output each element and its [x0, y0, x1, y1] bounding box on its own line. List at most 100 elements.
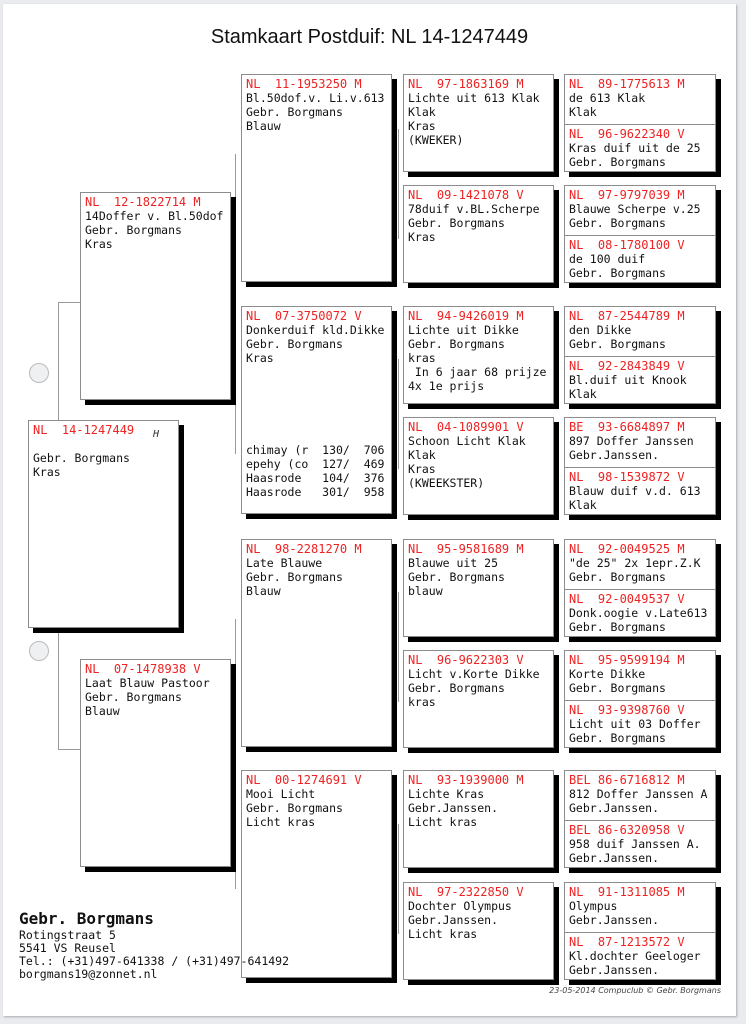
- breeder-line: Gebr.Janssen.: [569, 913, 660, 927]
- gen4-pair-card: NL 95-9599194 M Korte Dikke Gebr. Borgma…: [564, 650, 716, 748]
- ring-number: NL 07-3750072 V: [246, 309, 362, 323]
- breeder-line: Gebr. Borgmans: [569, 266, 666, 280]
- mother-card[interactable]: NL 07-1478938 V Laat Blauw Pastoor Gebr.…: [80, 659, 231, 867]
- binder-hole: [29, 363, 49, 383]
- color-line: Kras: [408, 462, 436, 476]
- ancestor-entry[interactable]: NL 87-2544789 M den Dikke Gebr. Borgmans: [565, 307, 715, 356]
- name-line: Schoon Licht Klak: [408, 434, 526, 448]
- breeder-line: Gebr. Borgmans: [569, 155, 666, 169]
- ancestor-entry[interactable]: NL 89-1775613 M de 613 Klak Klak: [565, 75, 715, 124]
- ancestor-entry[interactable]: NL 92-2843849 V Bl.duif uit Knook Klak: [565, 356, 715, 403]
- name-line: de 613 Klak: [569, 91, 646, 105]
- name-line: Bl.duif uit Knook: [569, 373, 687, 387]
- race-result: chimay (r 130/ 706: [246, 443, 385, 457]
- color-line: Licht kras: [408, 927, 478, 941]
- connector-line: [398, 129, 399, 239]
- ring-number: NL 92-2843849 V: [569, 359, 685, 373]
- connector-line: [235, 619, 236, 889]
- ring-number: NL 95-9599194 M: [569, 653, 685, 667]
- color-line: kras: [408, 695, 436, 709]
- breeder-line: Gebr.Janssen.: [408, 801, 499, 815]
- breeder-line: Klak: [408, 448, 436, 462]
- gen4-pair-card: NL 87-2544789 M den Dikke Gebr. Borgmans…: [564, 306, 716, 404]
- breeder-line: Gebr. Borgmans: [408, 216, 505, 230]
- father-card[interactable]: NL 12-1822714 M 14Doffer v. Bl.50dof Geb…: [80, 192, 231, 400]
- great-grandparent-card[interactable]: NL 09-1421078 V 78duif v.BL.Scherpe Gebr…: [403, 185, 554, 283]
- name-line: Blauwe uit 25: [408, 556, 499, 570]
- ancestor-entry[interactable]: BE 93-6684897 M 897 Doffer Janssen Gebr.…: [565, 418, 715, 467]
- name-line: Donkerduif kld.Dikke: [246, 323, 385, 337]
- ring-number: NL 00-1274691 V: [246, 773, 362, 787]
- footer-credit: 23-05-2014 Compuclub © Gebr. Borgmans: [549, 986, 721, 995]
- ring-number: NL 97-9797039 M: [569, 188, 685, 202]
- name-line: Late Blauwe: [246, 556, 323, 570]
- gen4-pair-card: NL 97-9797039 M Blauwe Scherpe v.25 Gebr…: [564, 185, 716, 283]
- ancestor-entry[interactable]: NL 97-9797039 M Blauwe Scherpe v.25 Gebr…: [565, 186, 715, 235]
- great-grandparent-card[interactable]: NL 97-2322850 V Dochter Olympus Gebr.Jan…: [403, 882, 554, 980]
- ancestor-entry[interactable]: BEL 86-6716812 M 812 Doffer Janssen A Ge…: [565, 771, 715, 820]
- ring-number: NL 08-1780100 V: [569, 238, 685, 252]
- color-line: Kras: [85, 237, 113, 251]
- ancestor-entry[interactable]: NL 96-9622340 V Kras duif uit de 25 Gebr…: [565, 124, 715, 171]
- breeder-line: Gebr. Borgmans: [569, 216, 666, 230]
- breeder-line: Gebr. Borgmans: [408, 570, 505, 584]
- color-line: Blauw: [85, 704, 120, 718]
- ancestor-entry[interactable]: NL 87-1213572 V Kl.dochter Geeloger Gebr…: [565, 932, 715, 979]
- ring-number: NL 04-1089901 V: [408, 420, 524, 434]
- grandparent-card[interactable]: NL 98-2281270 M Late Blauwe Gebr. Borgma…: [241, 539, 392, 747]
- color-line: Licht kras: [246, 815, 316, 829]
- breeder-line: Gebr.Janssen.: [569, 448, 660, 462]
- breeder-email: borgmans19@zonnet.nl: [19, 967, 158, 981]
- name-line: Donk.oogie v.Late613: [569, 606, 708, 620]
- ring-number: BEL 86-6716812 M: [569, 773, 685, 787]
- gen4-pair-card: BE 93-6684897 M 897 Doffer Janssen Gebr.…: [564, 417, 716, 515]
- name-line: 78duif v.BL.Scherpe: [408, 202, 540, 216]
- ring-number: NL 91-1311085 M: [569, 885, 685, 899]
- ancestor-entry[interactable]: NL 91-1311085 M Olympus Gebr.Janssen.: [565, 883, 715, 932]
- grandparent-card[interactable]: NL 00-1274691 V Mooi Licht Gebr. Borgman…: [241, 770, 392, 978]
- color-line: Blauw: [246, 119, 281, 133]
- color-line: kras: [408, 351, 436, 365]
- gen4-pair-card: BEL 86-6716812 M 812 Doffer Janssen A Ge…: [564, 770, 716, 868]
- ring-number: NL 87-1213572 V: [569, 935, 685, 949]
- name-line: Lichte uit Dikke: [408, 323, 519, 337]
- name-line: Dochter Olympus: [408, 899, 512, 913]
- breeder-line: Gebr. Borgmans: [569, 337, 666, 351]
- name-line: "de 25" 2x 1epr.Z.K: [569, 556, 701, 570]
- grandparent-card[interactable]: NL 11-1953250 M Bl.50dof.v. Li.v.613 Geb…: [241, 74, 392, 282]
- great-grandparent-card[interactable]: NL 95-9581689 M Blauwe uit 25 Gebr. Borg…: [403, 539, 554, 637]
- ring-number: NL 96-9622303 V: [408, 653, 524, 667]
- ancestor-entry[interactable]: NL 92-0049537 V Donk.oogie v.Late613 Geb…: [565, 589, 715, 636]
- ancestor-entry[interactable]: NL 98-1539872 V Blauw duif v.d. 613 Klak: [565, 467, 715, 514]
- great-grandparent-card[interactable]: NL 93-1939000 M Lichte Kras Gebr.Janssen…: [403, 770, 554, 868]
- breeder-line: Gebr. Borgmans: [569, 681, 666, 695]
- ring-number: NL 93-9398760 V: [569, 703, 685, 717]
- ancestor-entry[interactable]: NL 08-1780100 V de 100 duif Gebr. Borgma…: [565, 235, 715, 282]
- color-line: Blauw: [246, 584, 281, 598]
- breeder-line: Gebr. Borgmans: [246, 105, 343, 119]
- gen4-pair-card: NL 91-1311085 M Olympus Gebr.Janssen. NL…: [564, 882, 716, 980]
- color-line: Licht kras: [408, 815, 478, 829]
- great-grandparent-card[interactable]: NL 94-9426019 M Lichte uit Dikke Gebr. B…: [403, 306, 554, 404]
- ancestor-entry[interactable]: BEL 86-6320958 V 958 duif Janssen A. Geb…: [565, 820, 715, 867]
- race-result: Haasrode 301/ 958: [246, 485, 385, 499]
- breeder-line: Gebr.Janssen.: [569, 801, 660, 815]
- great-grandparent-card[interactable]: NL 04-1089901 V Schoon Licht Klak Klak K…: [403, 417, 554, 515]
- great-grandparent-card[interactable]: NL 96-9622303 V Licht v.Korte Dikke Gebr…: [403, 650, 554, 748]
- connector-line: [235, 154, 236, 454]
- grandparent-card[interactable]: NL 07-3750072 V Donkerduif kld.Dikke Geb…: [241, 306, 392, 514]
- ring-number: NL 87-2544789 M: [569, 309, 685, 323]
- great-grandparent-card[interactable]: NL 97-1863169 M Lichte uit 613 Klak Klak…: [403, 74, 554, 172]
- name-line: Kras duif uit de 25: [569, 141, 701, 155]
- ancestor-entry[interactable]: NL 93-9398760 V Licht uit 03 Doffer Gebr…: [565, 700, 715, 747]
- name-line: Mooi Licht: [246, 787, 316, 801]
- name-line: Korte Dikke: [569, 667, 646, 681]
- name-line: 14Doffer v. Bl.50dof: [85, 209, 224, 223]
- ring-number: NL 96-9622340 V: [569, 127, 685, 141]
- ancestor-entry[interactable]: NL 92-0049525 M "de 25" 2x 1epr.Z.K Gebr…: [565, 540, 715, 589]
- pigeon-card[interactable]: NL 14-1247449 Gebr. Borgmans Kras: [28, 420, 179, 628]
- breeder-line: Klak: [569, 387, 597, 401]
- name-line: 812 Doffer Janssen A: [569, 787, 708, 801]
- name-line: Laat Blauw Pastoor: [85, 676, 210, 690]
- ancestor-entry[interactable]: NL 95-9599194 M Korte Dikke Gebr. Borgma…: [565, 651, 715, 700]
